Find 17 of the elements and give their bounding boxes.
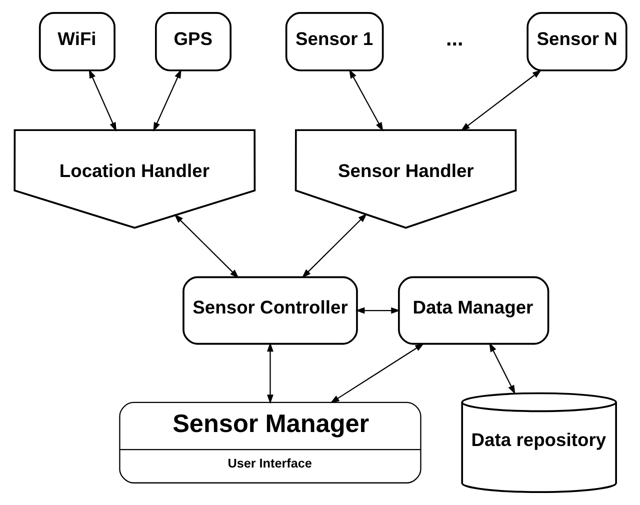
arrow xyxy=(348,69,383,132)
arrow xyxy=(88,69,116,132)
arrow xyxy=(152,69,181,132)
arrow xyxy=(488,342,515,394)
label: ... xyxy=(446,28,463,51)
node-box: Sensor Controller xyxy=(182,276,358,345)
arrow xyxy=(301,213,367,278)
arrow xyxy=(330,343,424,404)
node-box: GPS xyxy=(154,12,231,72)
node-box: WiFi xyxy=(38,12,115,72)
arrow xyxy=(354,307,400,314)
arrow xyxy=(174,214,238,278)
arrow xyxy=(460,70,542,132)
node-box: Data Manager xyxy=(398,276,549,345)
node-box: Sensor 1 xyxy=(284,12,384,72)
arrow xyxy=(266,342,273,404)
node-box: Sensor N xyxy=(526,12,627,72)
